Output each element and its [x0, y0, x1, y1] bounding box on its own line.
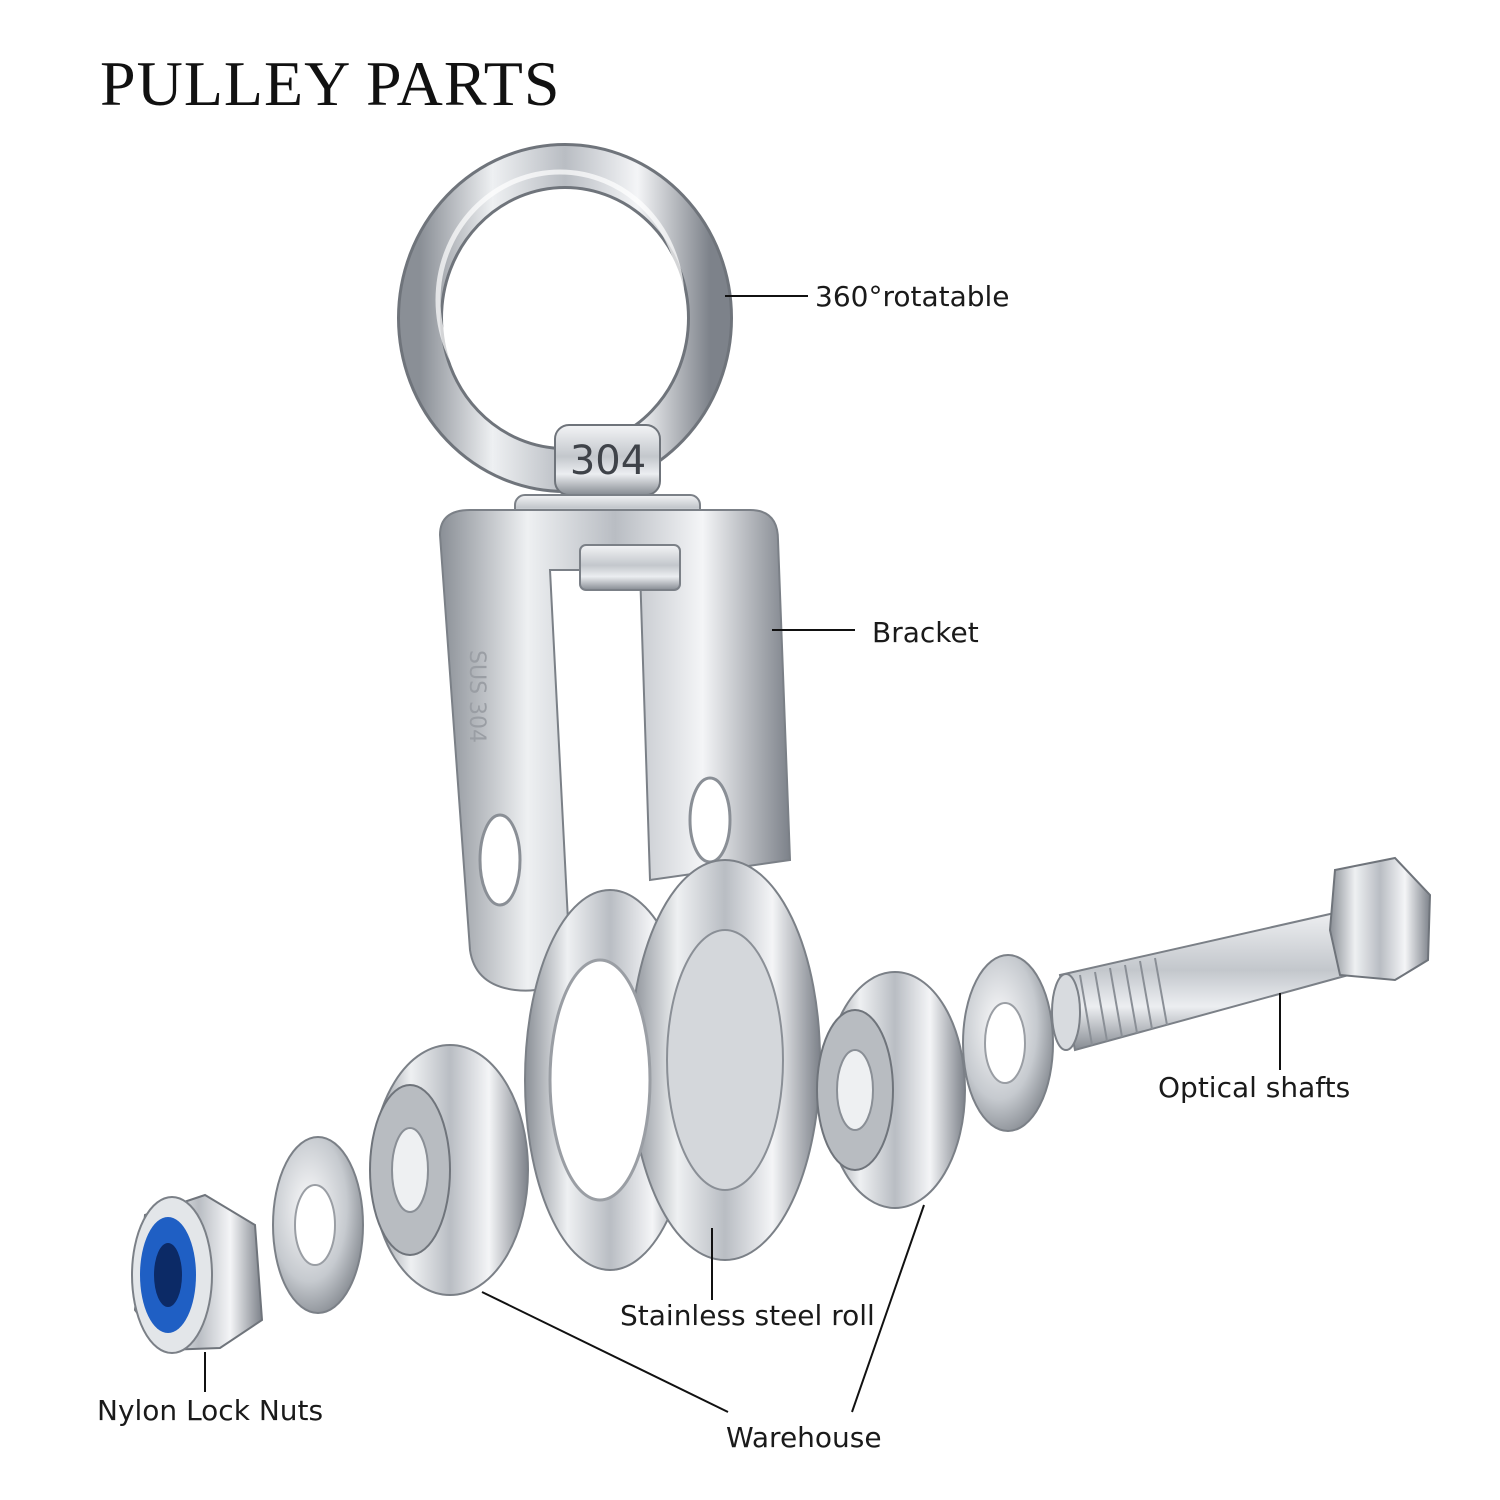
left-bearing	[369, 1044, 529, 1296]
bracket-stamp: SUS 304	[464, 650, 489, 743]
label-stainless-steel-roll: Stainless steel roll	[620, 1299, 875, 1332]
label-optical-shafts: Optical shafts	[1158, 1071, 1351, 1104]
nylon-lock-nut	[131, 1193, 264, 1354]
eye-bolt: 304	[397, 143, 733, 524]
right-washer	[962, 954, 1054, 1132]
label-nylon-lock-nuts: Nylon Lock Nuts	[97, 1394, 324, 1427]
right-bearing	[816, 971, 966, 1209]
eye-bolt-stamp: 304	[570, 438, 646, 484]
leader-warehouse-left	[481, 1291, 729, 1413]
label-bracket: Bracket	[872, 616, 979, 649]
leader-lines	[204, 295, 1281, 1413]
label-rotatable: 360°rotatable	[815, 280, 1010, 313]
leader-warehouse-right	[851, 1204, 925, 1413]
label-warehouse: Warehouse	[726, 1421, 882, 1454]
optical-shaft	[1051, 856, 1432, 1052]
page-title: PULLEY PARTS	[100, 48, 561, 119]
left-washer	[272, 1136, 364, 1314]
stainless-steel-roll	[524, 859, 821, 1271]
